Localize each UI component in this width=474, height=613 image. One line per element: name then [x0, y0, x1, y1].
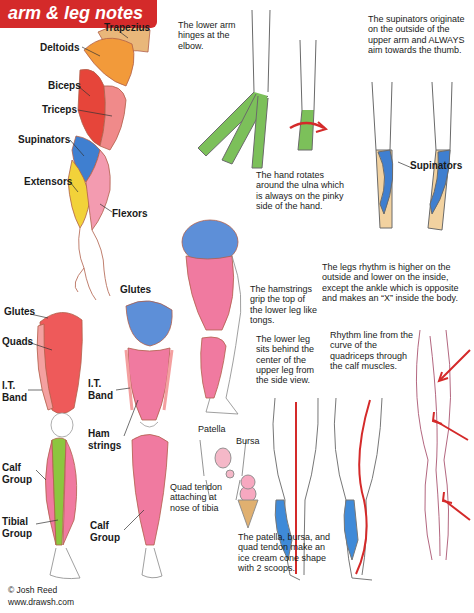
leg-outline [334, 398, 382, 580]
knee-shape [51, 413, 73, 437]
muscle-label: Supinators [410, 160, 468, 172]
muscle-label: Deltoids [40, 42, 90, 54]
muscle-label: Extensors [24, 176, 74, 188]
muscle-label: Glutes [4, 306, 44, 318]
cone-shape [238, 500, 258, 528]
forearm-shape [252, 96, 268, 168]
leg-leader-lines [28, 314, 144, 530]
leader-line [28, 390, 42, 391]
forearm-shape [376, 150, 392, 228]
muscle-label: Ham strings [88, 428, 124, 451]
leg-outline [206, 256, 241, 414]
note-text: The hand rotates around the ulna which i… [256, 170, 352, 211]
upper-arm-sketch [252, 10, 270, 92]
note-text: The supinators originate on the outside … [368, 14, 472, 55]
muscle-label: Biceps [48, 80, 88, 92]
hand-sketch [75, 228, 110, 300]
knee-sketch [140, 422, 158, 427]
leader-line [100, 204, 112, 212]
scoop-shape [241, 475, 255, 489]
leader-line [124, 510, 144, 530]
muscle-label: Triceps [42, 104, 82, 116]
front-leg [37, 312, 82, 578]
note-text: Quad tendon attaching at nose of tibia [170, 482, 230, 513]
back-leg [126, 301, 172, 578]
credit-text: © Josh Reed [8, 586, 118, 596]
foot-sketch [142, 548, 162, 578]
supinator-shape [378, 150, 393, 214]
muscle-label: I.T. Band [2, 380, 32, 403]
muscle-label: Calf Group [90, 520, 126, 543]
leader-line [124, 400, 138, 436]
leader-line [82, 47, 100, 56]
calf-shape [63, 440, 77, 545]
note-text: The hamstrings grip the top of the lower… [250, 284, 320, 325]
muscle-label: Glutes [120, 284, 160, 296]
upper-arm-sketch [432, 82, 452, 150]
leader-line [116, 388, 130, 390]
rhythm-line [356, 400, 370, 574]
muscle-label: Flexors [112, 208, 156, 220]
triceps-shape [100, 86, 126, 150]
it-band-shape [126, 350, 172, 410]
supinator-arms [372, 82, 452, 230]
it-band-shape [37, 324, 53, 410]
muscle-label: Quads [2, 336, 38, 348]
leg-sketch [416, 330, 470, 560]
rhythm-arrow [434, 350, 470, 520]
note-text: The lower arm hinges at the elbow. [178, 20, 248, 51]
sketch-lines [416, 330, 450, 560]
note-text: The patella, bursa, and quad tendon make… [238, 532, 338, 573]
side-leg [182, 220, 241, 414]
biceps-shape [78, 69, 105, 146]
leader-line [36, 470, 46, 480]
credit-text: www.drawsh.com [8, 598, 118, 608]
arrow-head [433, 372, 452, 503]
upper-arm-sketch [372, 82, 392, 150]
leader-line [36, 520, 58, 524]
muscle-label: Calf Group [2, 462, 38, 485]
note-text: The legs rhythm is higher on the outside… [322, 262, 472, 303]
upper-arm-sketch [300, 40, 316, 110]
leader-line [70, 140, 84, 156]
muscle-label: I.T. Band [88, 378, 118, 401]
calf-shape [344, 500, 358, 560]
hamstring-shape [186, 256, 234, 330]
muscle-label: Trapezius [104, 22, 164, 34]
muscle-label: Supinators [18, 134, 73, 146]
part-label: Bursa [236, 436, 276, 446]
forearm-shape [298, 110, 314, 150]
calf-shape [201, 337, 226, 398]
glute-shape [126, 301, 172, 346]
leader-lines [70, 32, 128, 212]
leader-line [398, 162, 412, 168]
arm-figure [68, 24, 150, 300]
supinator-shape [430, 150, 450, 214]
patella-shape [215, 448, 231, 468]
leader-line [78, 110, 112, 116]
flexor-shape [86, 150, 110, 230]
part-label: Patella [198, 424, 238, 434]
note-text: Rhythm line from the curve of the quadri… [330, 330, 414, 371]
note-text: The lower leg sits behind the center of … [256, 334, 326, 386]
muscle-label: Tibial Group [2, 516, 38, 539]
extensor-shape [68, 160, 90, 228]
rotation-arrow-head [316, 122, 326, 132]
calf-shape [132, 434, 168, 545]
bursa-shape [226, 470, 234, 478]
foot-sketch [50, 548, 80, 579]
